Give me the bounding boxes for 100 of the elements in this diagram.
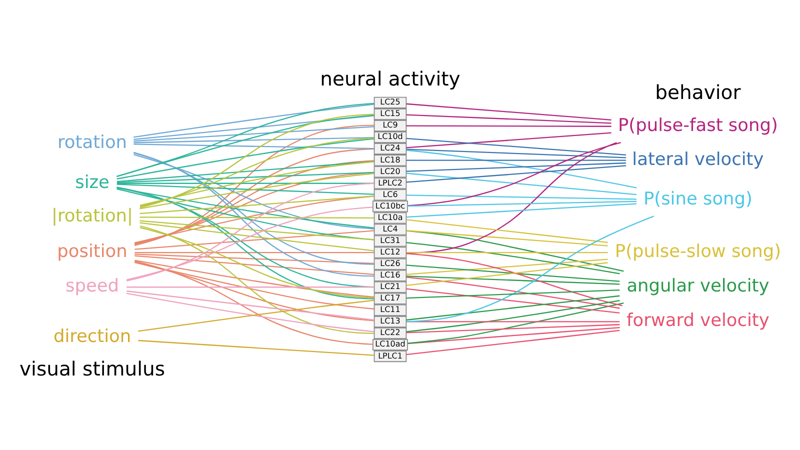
connector [126,206,373,280]
node-box: LC17 [374,292,407,304]
connector [406,276,620,308]
connector [406,264,620,282]
connector [406,288,620,314]
label: neural activity [320,66,460,90]
connector [408,200,637,206]
node-text: forward velocity [626,310,770,331]
connector [116,171,374,183]
node-box: LC21 [374,280,407,292]
connector [140,172,374,209]
node-text: direction [53,326,132,347]
connector [134,143,374,149]
node-box: LC31 [374,234,407,246]
connector [116,102,374,177]
connector [406,172,637,195]
connector [134,230,374,250]
connector [406,262,608,286]
connector [406,300,620,332]
node-box: LPLC2 [374,177,407,189]
node-box: LC26 [374,258,407,270]
node-text: rotation [58,132,128,152]
connector [116,160,374,182]
connector [116,114,374,176]
node-text: P(pulse-slow song) [614,241,782,262]
connector [406,230,608,246]
connector [140,224,374,334]
connector [126,292,374,332]
node-box: LC13 [374,315,407,327]
node-text: position [57,241,128,262]
node-box: LC6 [374,188,407,200]
connector [133,103,374,138]
node-text: |rotation| [52,206,133,226]
node-box: LC22 [374,326,407,338]
node-box: LC4 [374,223,407,235]
node-box: LC10bc [372,200,408,212]
connector [140,113,374,208]
node-box: LC12 [374,246,407,258]
connector [406,275,620,284]
connector [406,258,608,275]
connector [406,320,620,322]
connector [408,142,621,206]
connector [406,215,654,322]
connector [134,261,374,321]
connector [116,138,374,180]
connector [134,114,374,140]
connector [406,148,626,158]
connector [134,126,374,142]
connector [134,153,374,229]
node-box: LC10d [374,131,407,143]
node-box: LC10a [374,212,407,224]
connector [140,160,374,206]
node-box: LC15 [374,108,407,120]
node-box: LC24 [374,142,407,154]
node-box: LC11 [374,304,407,316]
connector [134,195,374,243]
connector [116,183,374,194]
node-text: lateral velocity [632,149,764,170]
connector [140,136,374,207]
connector [406,142,617,254]
node-text: size [75,172,110,192]
connector [408,326,620,344]
connector [138,339,374,356]
connector [126,286,374,288]
connector [406,102,612,120]
label: visual stimulus [20,356,166,380]
connector [406,230,624,272]
node-box: LC25 [374,96,407,108]
connector [406,137,626,156]
connector [140,220,374,240]
connector [138,299,374,332]
connector [134,124,374,246]
node-text: angular velocity [626,276,770,296]
connector [140,222,374,251]
connector [134,136,374,143]
node-text: P(sine song) [643,189,752,210]
node-box: LC20 [374,166,407,178]
connector [134,259,374,298]
connector [406,114,612,124]
connector [140,194,374,214]
connector [406,162,626,172]
connector [406,159,626,160]
connector [134,260,373,344]
connector [406,132,612,148]
connector [406,294,620,320]
connector [134,254,374,274]
connector [406,149,637,188]
connector [406,242,620,274]
node-text: P(pulse-fast song) [618,116,778,136]
connector [406,218,608,243]
node-box: LC18 [374,154,407,166]
node-box: LC9 [374,119,407,131]
connector [406,251,608,253]
connector [116,188,374,240]
label: behavior [655,80,741,104]
node-box: LC16 [374,269,407,281]
connector [140,216,374,218]
connector [134,251,374,253]
node-box: LC10ad [372,338,408,350]
connector [116,186,374,228]
